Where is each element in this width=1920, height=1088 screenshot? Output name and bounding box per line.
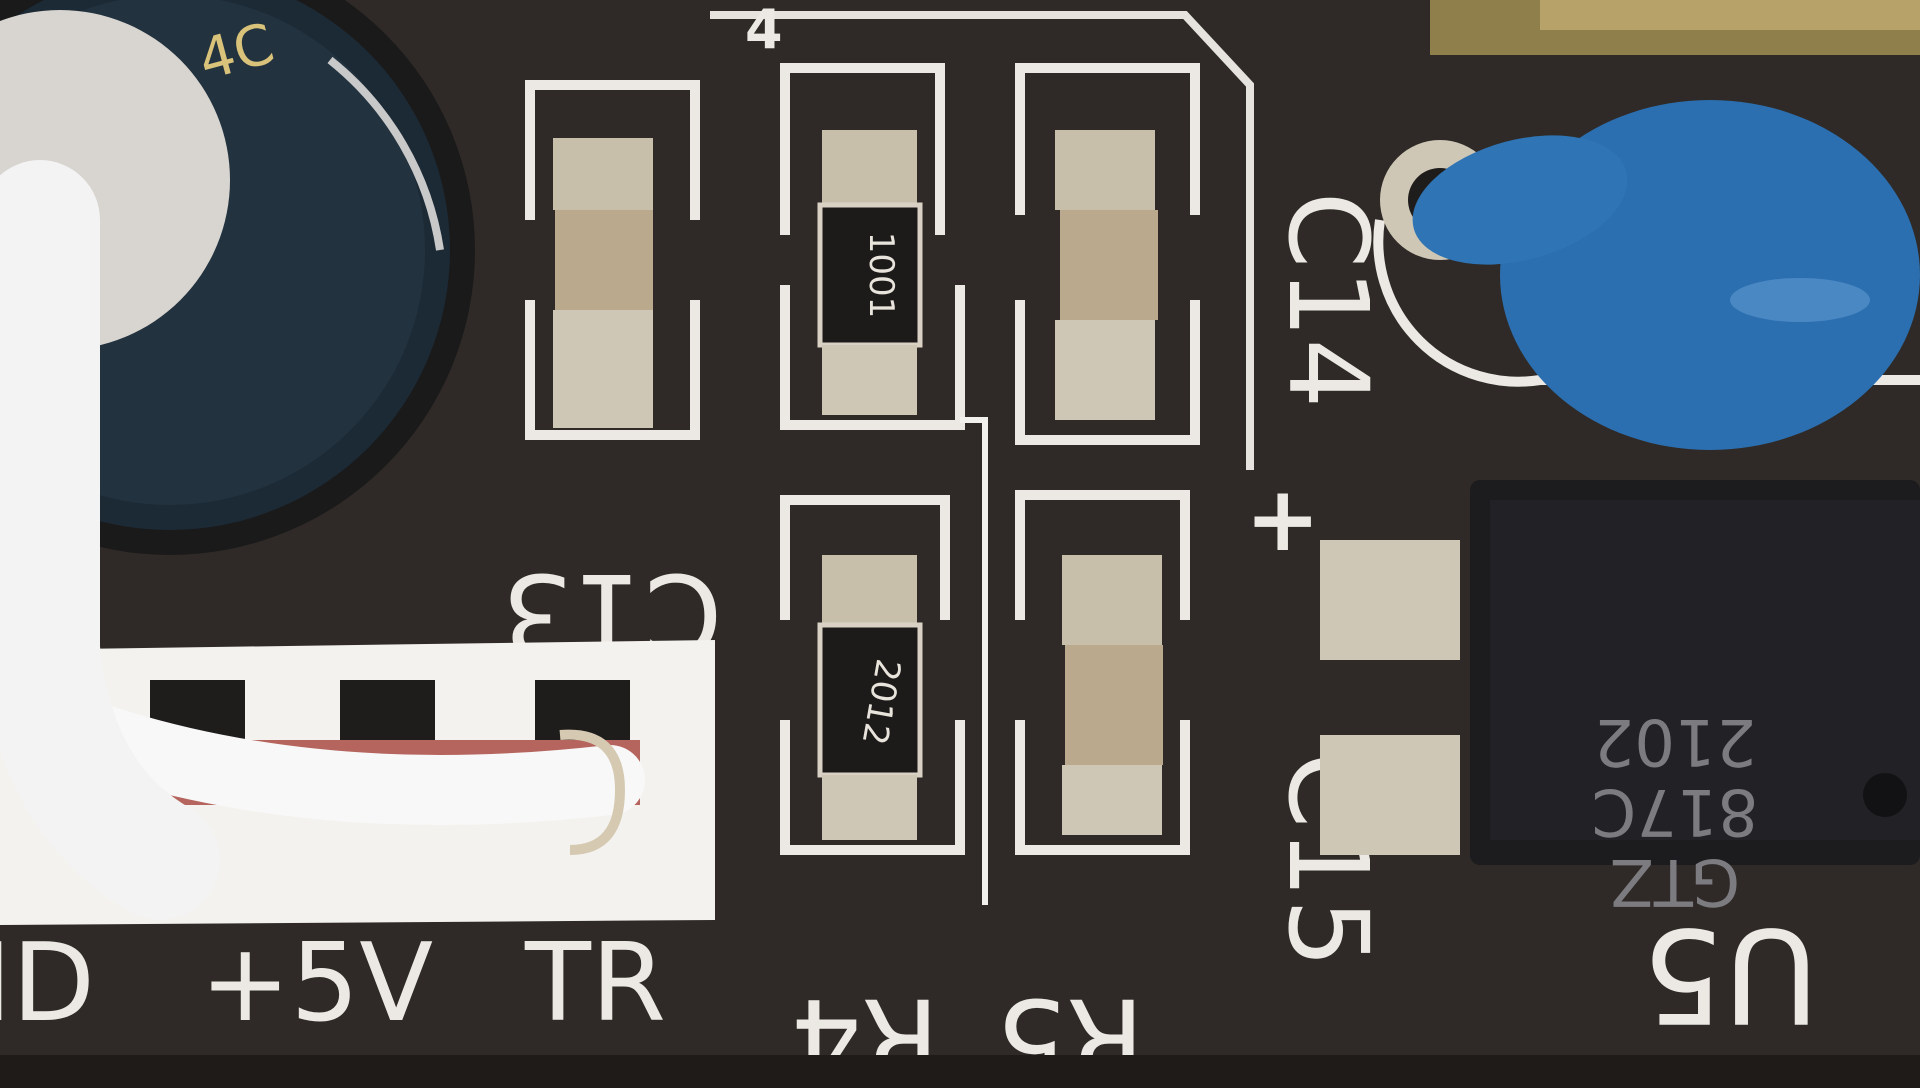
label-vcc: +5V (200, 921, 433, 1046)
c13-pad-bottom (553, 310, 653, 428)
c14-body (1060, 210, 1158, 320)
board-edge-bottom (0, 1055, 1920, 1088)
top-right-part-edge (1540, 0, 1920, 30)
white-wire (0, 160, 220, 920)
chip-line-1: GTZ (1610, 844, 1740, 918)
silkscreen-outline-top (710, 11, 1254, 470)
r5-pad-top (1062, 555, 1162, 645)
resistor-top-code: 1001 (861, 232, 901, 319)
label-gnd: ID (0, 921, 95, 1046)
blue-ceramic-capacitor (1373, 100, 1920, 450)
r4-body (817, 622, 923, 778)
center-trace (960, 417, 988, 905)
footprint-c14 (1015, 63, 1200, 445)
plus-marker: + (1245, 467, 1320, 572)
label-c14: C14 (1264, 192, 1392, 409)
chip-pin-2 (1320, 735, 1460, 855)
footprint-r-top: 1001 (780, 63, 965, 430)
c13-pad-top (553, 138, 653, 210)
chip-u5: GTZ 817C 2102 U5 (1320, 480, 1920, 1051)
electrolytic-capacitor: 4C (0, 0, 475, 555)
label-u5: U5 (1641, 899, 1819, 1051)
c14-pad-bottom (1055, 320, 1155, 420)
r4-pad-bottom (822, 775, 917, 840)
chip-pin-1 (1320, 540, 1460, 660)
r-top-pad-bottom (822, 345, 917, 415)
footprint-r4: 2012 R4 (780, 495, 965, 1088)
label-tr: TR (524, 921, 666, 1046)
r4-pad-top (822, 555, 917, 625)
c13-body (555, 210, 653, 310)
c14-pad-top (1055, 130, 1155, 210)
top-marker: 4 (745, 0, 783, 61)
r5-pad-bottom (1062, 765, 1162, 835)
chip-line-2: 817C (1592, 774, 1759, 848)
chip-line-3: 2102 (1594, 704, 1757, 778)
r-top-pad-top (822, 130, 917, 210)
r5-body (1065, 645, 1163, 765)
